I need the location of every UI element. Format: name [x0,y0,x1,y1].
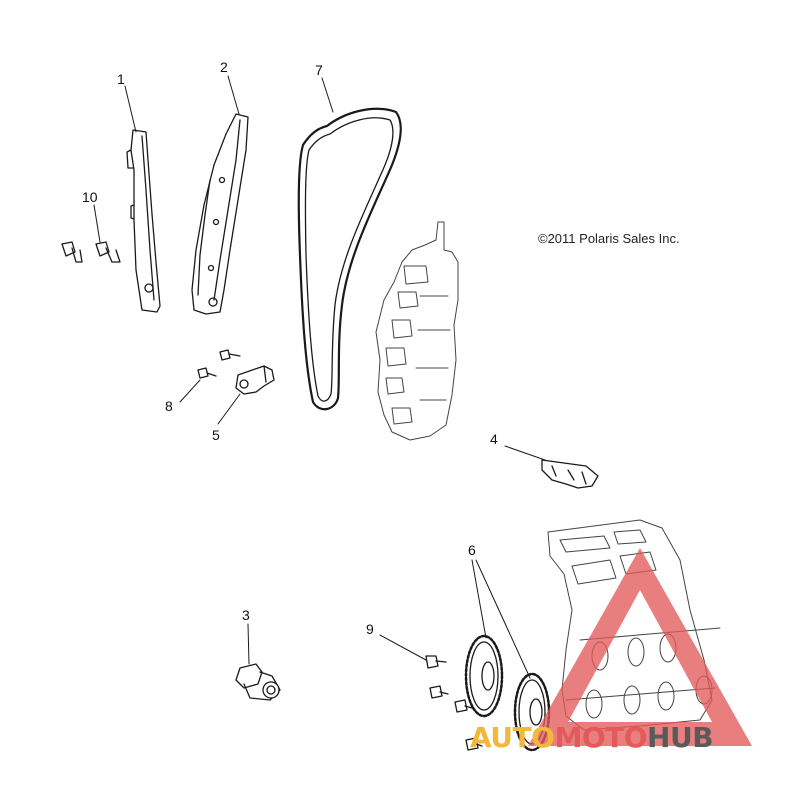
callout-10: 10 [82,189,98,205]
part-2-tensioner-blade [191,113,249,315]
leader-3 [247,623,250,665]
part-3-tensioner [235,663,281,701]
leader-8 [179,379,201,403]
leader-5 [217,393,241,425]
watermark-moto: MOTO [554,721,648,754]
leader-6b [475,559,531,679]
callout-3: 3 [242,607,250,623]
engine-case [375,221,459,441]
part-9-bolts [425,655,483,751]
leader-2 [227,75,240,115]
leader-6a [471,559,487,639]
callout-1: 1 [117,71,125,87]
callout-6: 6 [468,542,476,558]
part-1-chain-guide [126,129,161,313]
leader-4 [504,445,546,461]
part-8-bolts [197,349,241,379]
watermark-logo: AUTOMOTOHUB [470,721,714,754]
part-4-guide-clip [541,459,599,489]
part-5-pivot-bracket [235,365,275,395]
callout-8: 8 [165,398,173,414]
copyright-notice: ©2011 Polaris Sales Inc. [538,231,680,246]
part-10-guide-pins [61,241,121,263]
leader-9 [379,634,427,661]
watermark-hub: HUB [647,721,714,754]
leader-7 [321,77,334,113]
callout-7: 7 [315,62,323,78]
callout-9: 9 [366,621,374,637]
callout-2: 2 [220,59,228,75]
watermark-triangle [528,548,752,746]
part-7-cam-chain [297,107,402,411]
callout-5: 5 [212,427,220,443]
watermark-auto: AUTO [470,721,555,754]
leader-1 [124,85,137,133]
leader-lines [93,75,546,679]
leader-10 [93,204,101,243]
callout-4: 4 [490,431,498,447]
